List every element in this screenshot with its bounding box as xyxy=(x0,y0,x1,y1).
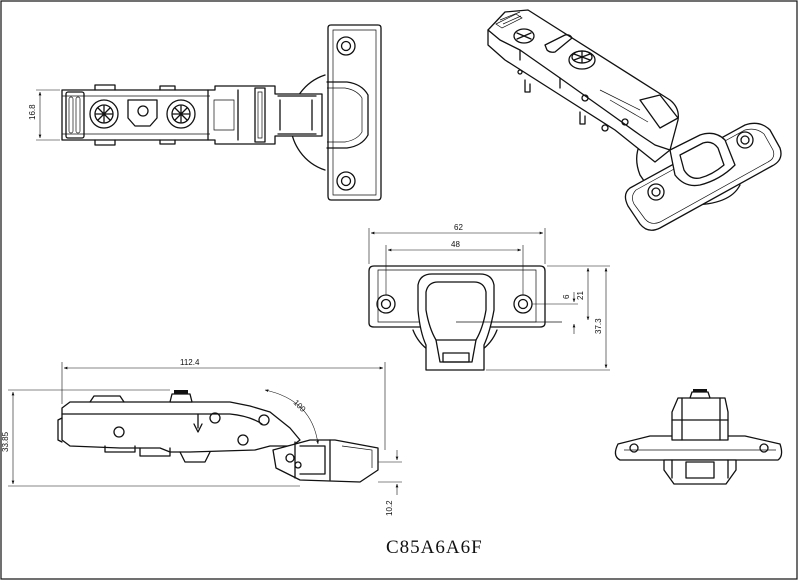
top-view-mounting-plate xyxy=(327,24,382,201)
front-view: 62 48 6 21 37.3 xyxy=(368,223,610,371)
isometric-view xyxy=(487,9,782,231)
dim-hole-spacing: 48 xyxy=(451,240,460,249)
dim-arm-length: 112.4 xyxy=(180,358,200,367)
top-view-hinge-arm xyxy=(61,85,323,145)
iso-hinge-arm xyxy=(487,9,679,163)
side-view-hinge-arm xyxy=(61,401,301,453)
adjustment-screw-rear xyxy=(166,99,196,129)
model-code: C85A6A6F xyxy=(386,537,483,558)
dim-top-width: 16.8 xyxy=(28,104,37,120)
plate-hole-bottom xyxy=(336,171,356,191)
top-view: 16.8 xyxy=(28,24,382,201)
dim-offset-small: 6 xyxy=(562,294,571,299)
end-view-plate xyxy=(614,435,783,461)
dim-arm-height: 33.85 xyxy=(1,431,10,452)
plate-hole-top xyxy=(336,36,356,56)
end-view xyxy=(614,389,783,485)
dim-plate-height-mid: 21 xyxy=(576,291,585,300)
dim-opening-angle: 100 xyxy=(292,398,308,414)
dim-plate-height-total: 37.3 xyxy=(594,318,603,334)
adjustment-screw-front xyxy=(89,99,119,129)
dim-plate-overall: 62 xyxy=(454,223,463,232)
side-view: 100 112.4 33.85 10.2 xyxy=(1,358,402,516)
dim-cup-depth: 10.2 xyxy=(385,500,394,516)
